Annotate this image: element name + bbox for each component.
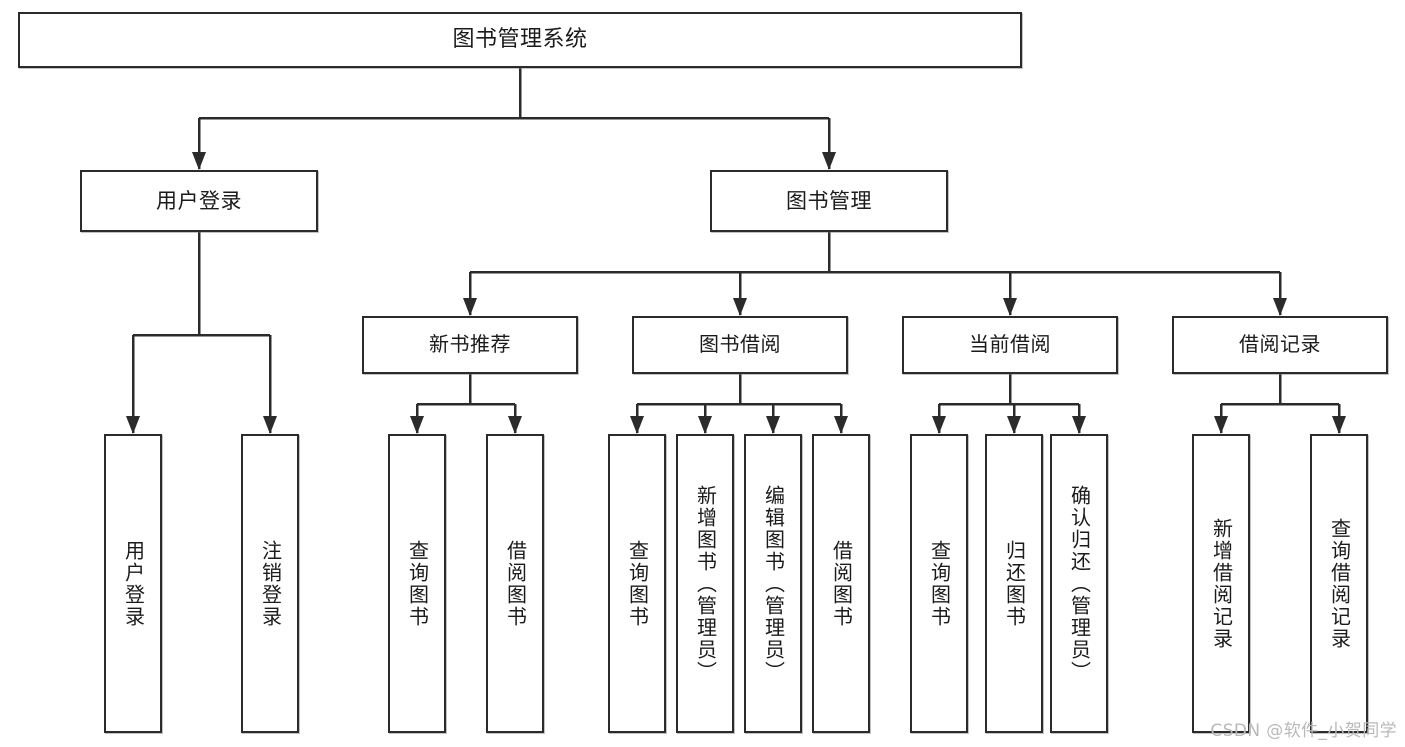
node-leaf-query-book-1[interactable]: 查询图书 <box>388 434 446 733</box>
node-leaf-add-book[interactable]: 新增图书（管理员） <box>676 434 734 733</box>
node-book-manage-label: 图书管理 <box>786 188 872 213</box>
node-leaf-borrow-book-2-label: 借阅图书 <box>829 539 854 628</box>
node-leaf-add-record[interactable]: 新增借阅记录 <box>1192 434 1250 733</box>
node-leaf-borrow-book-2[interactable]: 借阅图书 <box>812 434 870 733</box>
csdn-watermark: CSDN @软件_小贺同学 <box>1210 721 1397 741</box>
node-new-book-rec[interactable]: 新书推荐 <box>362 316 578 374</box>
node-leaf-user-login[interactable]: 用户登录 <box>104 434 162 733</box>
node-book-borrow-label: 图书借阅 <box>699 332 781 357</box>
node-leaf-borrow-book-1[interactable]: 借阅图书 <box>486 434 544 733</box>
node-leaf-query-book-2[interactable]: 查询图书 <box>608 434 666 733</box>
node-leaf-return-book-label: 归还图书 <box>1002 539 1027 628</box>
node-book-manage[interactable]: 图书管理 <box>710 170 948 232</box>
node-leaf-borrow-book-1-label: 借阅图书 <box>503 539 528 628</box>
node-leaf-logout-label: 注销登录 <box>258 539 283 628</box>
node-leaf-add-record-label: 新增借阅记录 <box>1209 517 1234 650</box>
node-leaf-confirm-return-label: 确认归还（管理员） <box>1067 484 1092 683</box>
node-leaf-edit-book[interactable]: 编辑图书（管理员） <box>744 434 802 733</box>
node-leaf-edit-book-label: 编辑图书（管理员） <box>761 484 786 683</box>
node-user-login-label: 用户登录 <box>156 188 242 213</box>
node-leaf-query-book-1-label: 查询图书 <box>405 539 430 628</box>
node-leaf-user-login-label: 用户登录 <box>121 539 146 628</box>
node-root-label: 图书管理系统 <box>452 27 588 53</box>
node-current-borrow-label: 当前借阅 <box>969 332 1051 357</box>
node-user-login[interactable]: 用户登录 <box>80 170 318 232</box>
node-leaf-query-record[interactable]: 查询借阅记录 <box>1310 434 1368 733</box>
node-borrow-record[interactable]: 借阅记录 <box>1172 316 1388 374</box>
node-book-borrow[interactable]: 图书借阅 <box>632 316 848 374</box>
node-current-borrow[interactable]: 当前借阅 <box>902 316 1118 374</box>
node-leaf-add-book-label: 新增图书（管理员） <box>693 484 718 683</box>
node-leaf-query-book-3-label: 查询图书 <box>927 539 952 628</box>
node-leaf-logout[interactable]: 注销登录 <box>241 434 299 733</box>
node-root-system[interactable]: 图书管理系统 <box>18 12 1022 68</box>
node-leaf-query-record-label: 查询借阅记录 <box>1327 517 1352 650</box>
node-leaf-query-book-2-label: 查询图书 <box>625 539 650 628</box>
node-leaf-return-book[interactable]: 归还图书 <box>985 434 1043 733</box>
node-borrow-record-label: 借阅记录 <box>1239 332 1321 357</box>
node-new-book-rec-label: 新书推荐 <box>429 332 511 357</box>
node-leaf-query-book-3[interactable]: 查询图书 <box>910 434 968 733</box>
node-leaf-confirm-return[interactable]: 确认归还（管理员） <box>1050 434 1108 733</box>
